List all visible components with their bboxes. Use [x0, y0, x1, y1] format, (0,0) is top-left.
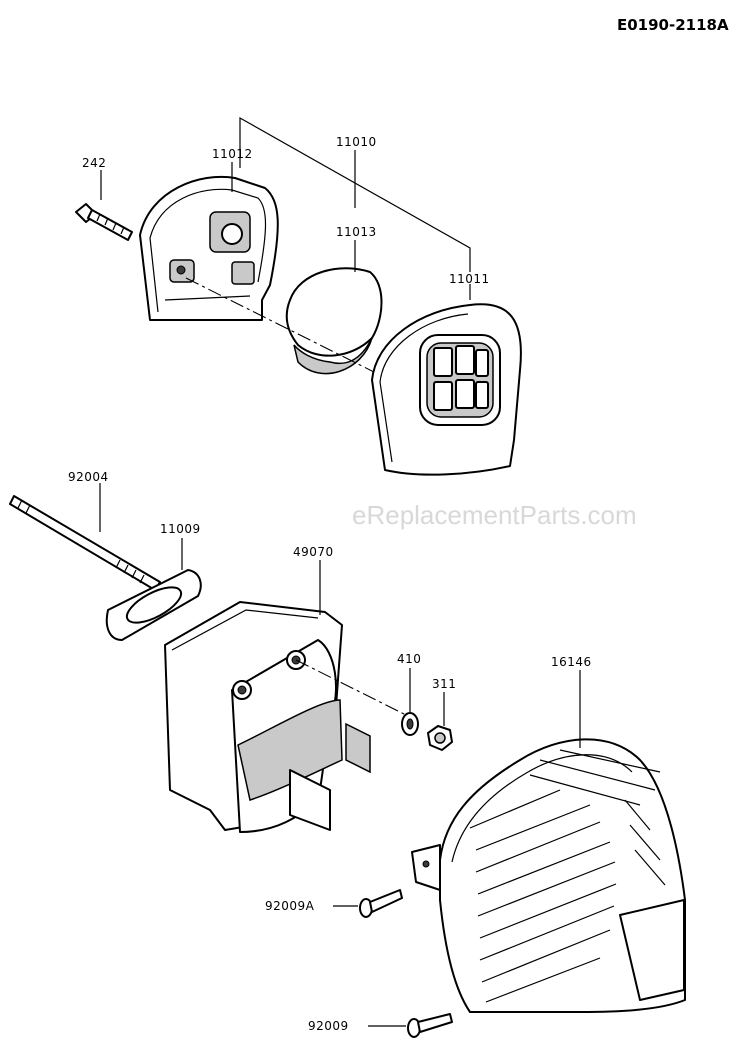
muffler[interactable]: [164, 560, 371, 833]
label-92009: 92009: [308, 1019, 349, 1033]
label-92009a: 92009A: [265, 899, 315, 913]
label-410: 410: [397, 652, 421, 666]
shield-vent-slots: [469, 749, 666, 1003]
air-cleaner-back-cover[interactable]: [139, 162, 279, 321]
muffler-shield[interactable]: [411, 670, 686, 1013]
washer-410[interactable]: [401, 668, 419, 736]
label-11013: 11013: [336, 225, 377, 239]
bolt-242[interactable]: [75, 170, 133, 241]
label-49070: 49070: [293, 545, 334, 559]
diagram-code: E0190-2118A: [617, 16, 729, 34]
nut-311[interactable]: [427, 692, 453, 751]
label-242: 242: [82, 156, 106, 170]
screw-92009[interactable]: [368, 1013, 453, 1038]
centerline-muffler: [295, 659, 413, 719]
air-filter-element[interactable]: [285, 240, 383, 375]
label-11010: 11010: [336, 135, 377, 149]
label-11012: 11012: [212, 147, 253, 161]
watermark: eReplacementParts.com: [352, 500, 637, 530]
label-11011: 11011: [449, 272, 490, 286]
centerline-air-cleaner: [185, 277, 391, 381]
air-cleaner-front-cover[interactable]: [371, 284, 522, 476]
label-11009: 11009: [160, 522, 201, 536]
label-92004: 92004: [68, 470, 109, 484]
muffler-gasket[interactable]: [105, 538, 202, 641]
label-311: 311: [432, 677, 456, 691]
assembly-bracket: [239, 116, 471, 272]
stud-bolt-92004[interactable]: [9, 483, 161, 591]
label-16146: 16146: [551, 655, 592, 669]
screw-92009a[interactable]: [333, 889, 403, 918]
